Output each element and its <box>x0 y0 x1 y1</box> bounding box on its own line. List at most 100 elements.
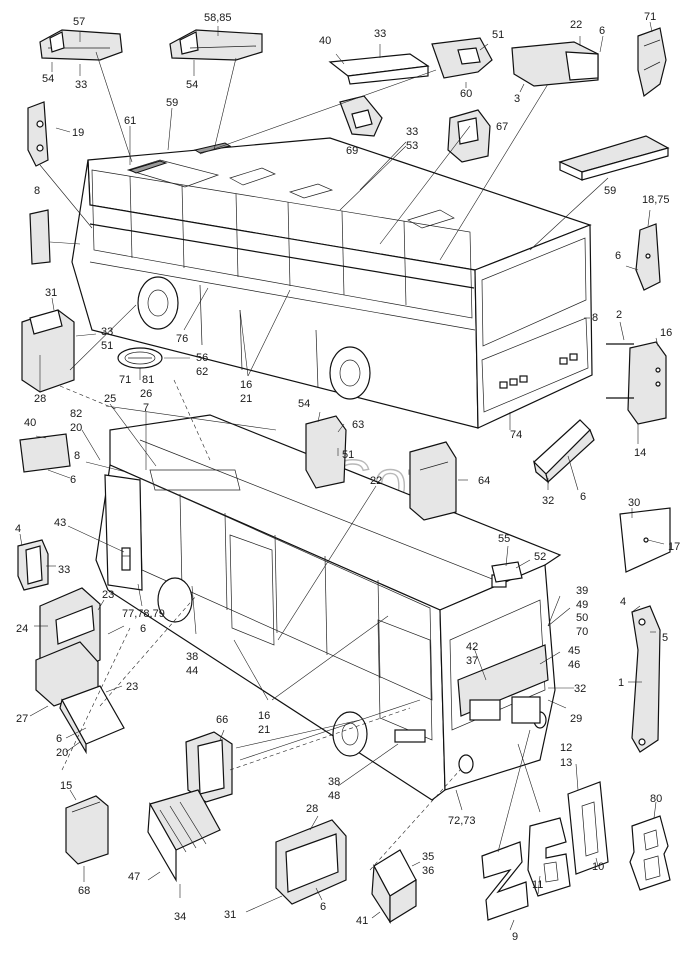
label-33: 33 <box>406 126 418 138</box>
label-63: 63 <box>352 419 364 431</box>
label-16: 16 <box>660 327 672 339</box>
label-8: 8 <box>34 185 40 197</box>
label-62: 62 <box>196 366 208 378</box>
label-76: 76 <box>176 333 188 345</box>
part-19-bracket <box>27 101 49 167</box>
plate-letter-0 <box>567 781 609 875</box>
part-number-labels: 57 58,85 40 33 51 22 6 71 54 33 54 60 3 … <box>15 11 680 943</box>
label-80: 80 <box>650 793 662 805</box>
label-46: 46 <box>568 659 580 671</box>
label-20: 20 <box>70 422 82 434</box>
label-51: 51 <box>492 29 504 41</box>
label-6: 6 <box>615 250 621 262</box>
label-51: 51 <box>101 340 113 352</box>
label-17: 17 <box>668 541 680 553</box>
label-3: 3 <box>514 93 520 105</box>
label-68: 68 <box>78 885 90 897</box>
label-43: 43 <box>54 517 66 529</box>
label-54: 54 <box>186 79 198 91</box>
label-40: 40 <box>24 417 36 429</box>
part-32-angle-bracket <box>533 419 595 484</box>
label-8: 8 <box>592 312 598 324</box>
part-28-31-channel <box>275 819 347 905</box>
label-26: 26 <box>140 388 152 400</box>
part-59-channel <box>558 135 670 181</box>
label-45: 45 <box>568 645 580 657</box>
label-57: 57 <box>73 16 85 28</box>
projection-lines <box>59 379 461 871</box>
label-13: 13 <box>560 757 572 769</box>
label-37: 37 <box>466 655 478 667</box>
label-30: 30 <box>628 497 640 509</box>
label-6: 6 <box>56 733 62 745</box>
label-33: 33 <box>374 28 386 40</box>
label-25: 25 <box>104 393 116 405</box>
label-36: 36 <box>422 865 434 877</box>
label-4: 4 <box>620 596 626 608</box>
part-58-extrusion <box>169 29 263 61</box>
part-4-43-channel <box>17 539 49 591</box>
label-49: 49 <box>576 599 588 611</box>
part-24-23-extrusions <box>35 587 101 707</box>
label-66: 66 <box>216 714 228 726</box>
part-8-panel <box>29 209 51 265</box>
label-51: 51 <box>342 449 354 461</box>
part-63-51-channel <box>305 415 347 489</box>
label-69: 69 <box>346 145 358 157</box>
label-1: 1 <box>618 677 624 689</box>
plate-letter-z <box>481 841 529 921</box>
label-10: 10 <box>592 861 604 873</box>
label-23: 23 <box>126 681 138 693</box>
label-44: 44 <box>186 665 198 677</box>
label-38: 38 <box>328 776 340 788</box>
label-40: 40 <box>319 35 331 47</box>
label-77-78-79: 77,78,79 <box>122 608 165 620</box>
label-64: 64 <box>478 475 490 487</box>
part-47-34-step-tread <box>147 789 221 883</box>
label-21: 21 <box>258 724 270 736</box>
label-59: 59 <box>166 97 178 109</box>
label-27: 27 <box>16 713 28 725</box>
label-28: 28 <box>306 803 318 815</box>
label-38: 38 <box>186 651 198 663</box>
part-1-handle <box>631 605 661 753</box>
label-7: 7 <box>143 402 149 414</box>
label-6: 6 <box>140 623 146 635</box>
label-23: 23 <box>102 589 114 601</box>
label-74: 74 <box>510 429 522 441</box>
part-56-vent-grille <box>117 347 163 369</box>
label-70: 70 <box>576 626 588 638</box>
part-40-plate <box>19 433 71 473</box>
label-42: 42 <box>466 641 478 653</box>
label-58-85: 58,85 <box>204 12 232 24</box>
part-31-28-extrusion <box>21 309 75 393</box>
label-22: 22 <box>570 19 582 31</box>
label-81: 81 <box>142 374 154 386</box>
label-33: 33 <box>75 79 87 91</box>
label-41: 41 <box>356 915 368 927</box>
part-41-35-angle <box>371 849 417 925</box>
label-24: 24 <box>16 623 28 635</box>
label-50: 50 <box>576 612 588 624</box>
label-39: 39 <box>576 585 588 597</box>
part-55-52-plate <box>491 561 523 583</box>
label-6: 6 <box>70 474 76 486</box>
label-60: 60 <box>460 88 472 100</box>
label-28: 28 <box>34 393 46 405</box>
label-71: 71 <box>119 374 131 386</box>
label-32: 32 <box>542 495 554 507</box>
label-22: 22 <box>370 475 382 487</box>
label-16: 16 <box>258 710 270 722</box>
label-2: 2 <box>616 309 622 321</box>
part-18-panel <box>635 223 661 291</box>
part-66-channel <box>185 731 233 803</box>
label-11: 11 <box>532 879 543 891</box>
label-59: 59 <box>604 185 616 197</box>
label-35: 35 <box>422 851 434 863</box>
label-54: 54 <box>298 398 310 410</box>
label-5: 5 <box>662 632 668 644</box>
part-22-64-bracket <box>409 441 457 521</box>
label-19: 19 <box>72 127 84 139</box>
label-82: 82 <box>70 408 82 420</box>
label-55: 55 <box>498 533 510 545</box>
